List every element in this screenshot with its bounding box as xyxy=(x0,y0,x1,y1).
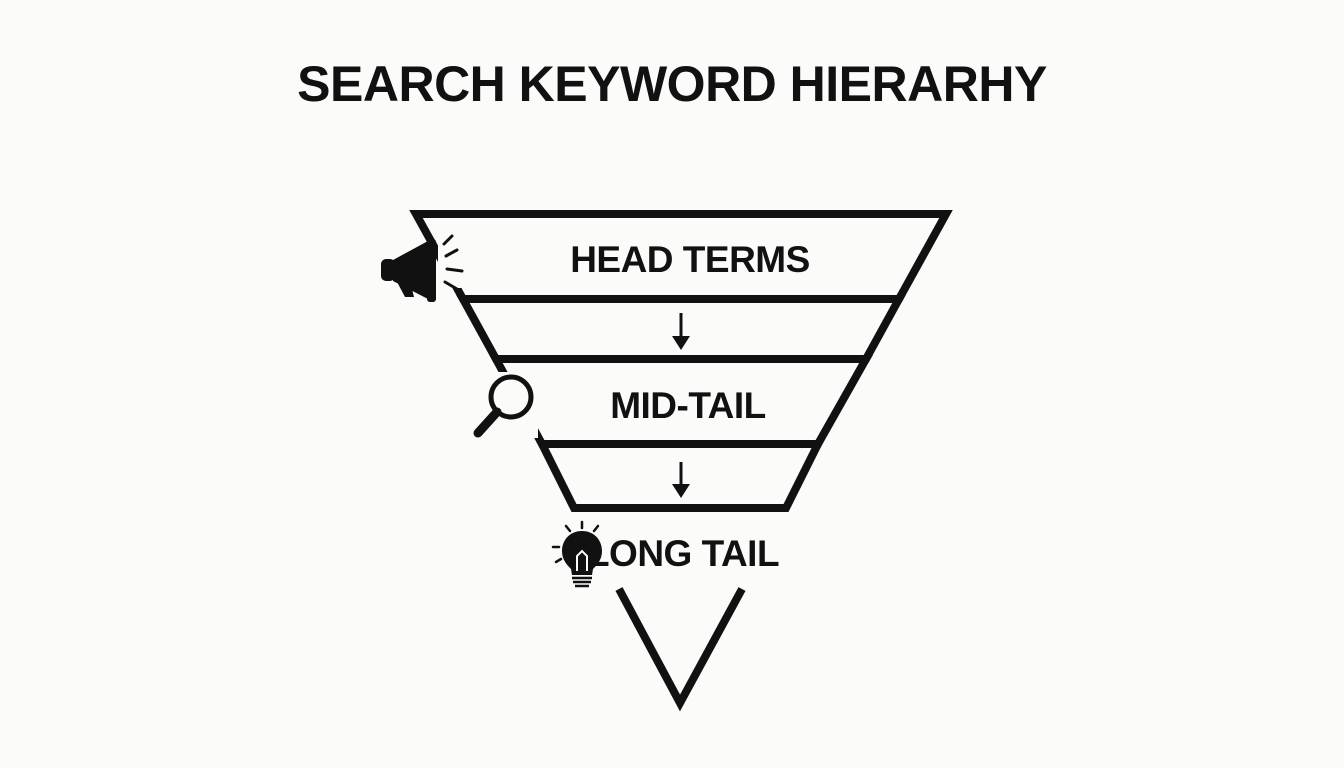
tier-label-long-tail: LONG TAIL xyxy=(587,533,779,574)
funnel xyxy=(409,210,953,712)
megaphone-icon xyxy=(381,234,464,302)
magnifying-glass-icon xyxy=(473,374,534,438)
diagram-title: SEARCH KEYWORD HIERARHY xyxy=(297,56,1047,112)
tier-label-head-terms: HEAD TERMS xyxy=(570,239,810,280)
down-arrow-icon xyxy=(672,313,690,350)
funnel-band-connector-2 xyxy=(535,440,825,512)
tier-label-mid-tail: MID-TAIL xyxy=(610,385,766,426)
funnel-tip xyxy=(615,587,746,712)
lightbulb-icon xyxy=(551,520,602,588)
down-arrow-icon xyxy=(672,462,690,498)
